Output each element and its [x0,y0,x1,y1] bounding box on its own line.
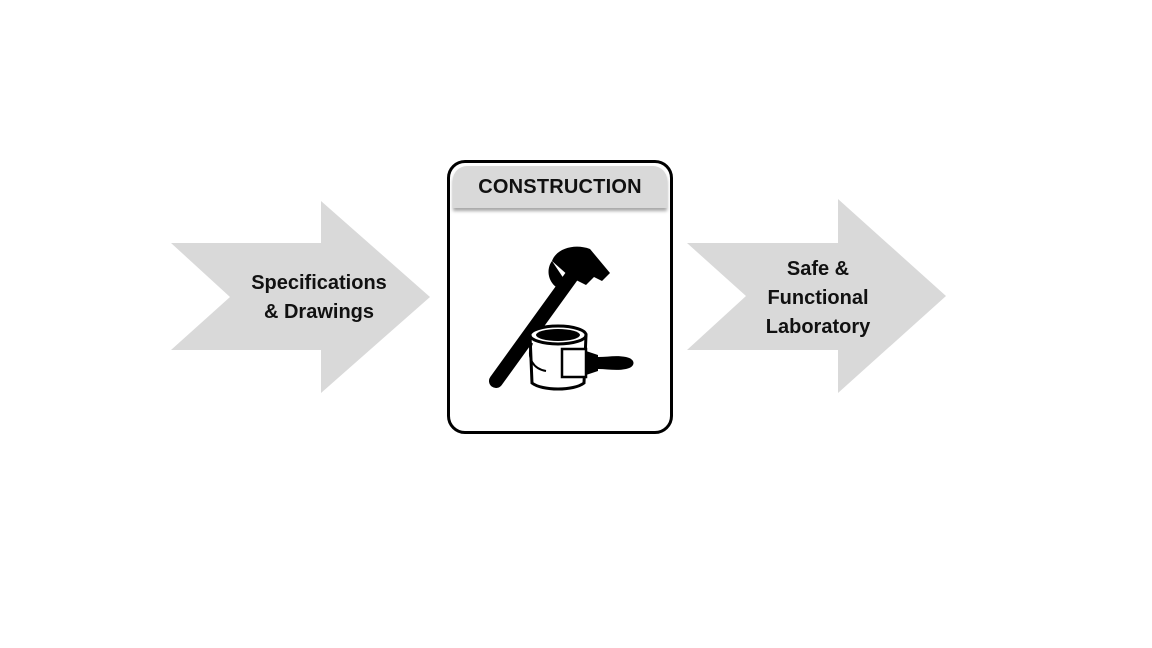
paint-brush-ferrule [586,351,598,375]
paint-bucket-handle [528,342,547,372]
output-label-line-2: Functional [767,287,869,309]
output-label: Safe & Functional Laboratory [718,255,918,342]
paint-brush-bristles [560,347,588,379]
input-label-line-2: & Drawings [263,301,375,323]
hammer-head [552,246,610,285]
output-label-line-3: Laboratory [765,316,871,338]
input-label: Specifications & Drawings [214,269,424,327]
construction-card: CONSTRUCTION [447,160,673,434]
paint-brush-handle [598,356,634,370]
output-label-line-1: Safe & [786,258,850,280]
output-arrow-shape [687,199,946,393]
input-label-line-1: Specifications [251,272,387,294]
hammer-handle [489,266,581,388]
input-arrow-shape [171,201,430,393]
paint-bucket-paint [536,329,580,341]
hammer-paint-bucket-brush-icon [489,246,634,391]
hammer-claw [548,261,564,287]
construction-title: CONSTRUCTION [453,166,667,208]
